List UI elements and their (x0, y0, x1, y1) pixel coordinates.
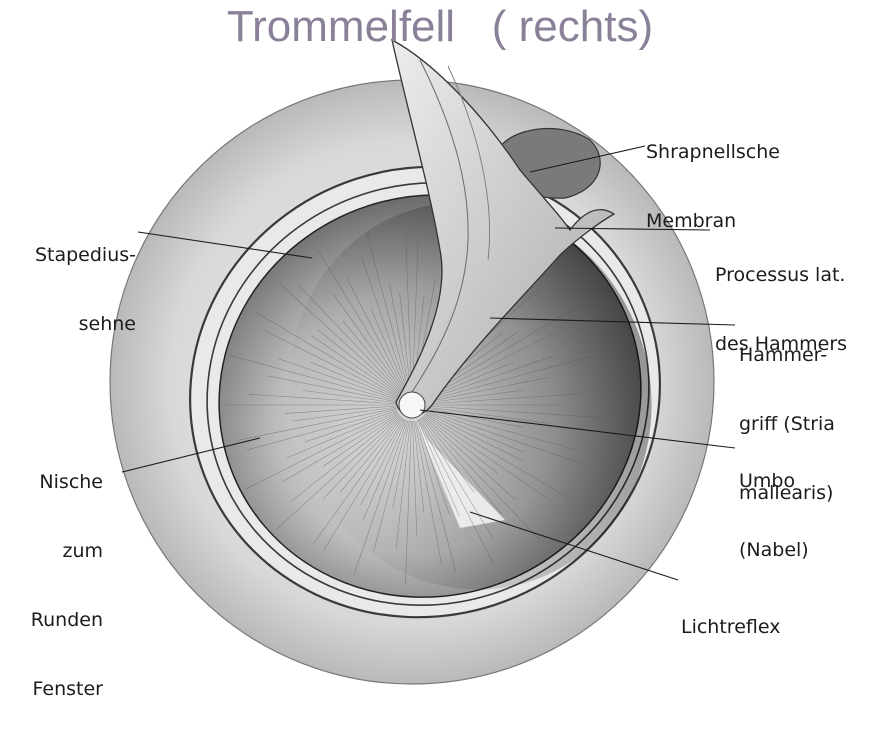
label-line: Fenster (10, 678, 103, 701)
label-line: Shrapnellsche (646, 141, 780, 164)
label-line: Processus lat. (715, 264, 847, 287)
label-line: Nische (10, 471, 103, 494)
label-line: (Nabel) (739, 539, 809, 562)
label-stapedius: Stapedius- sehne (10, 198, 136, 382)
label-line: Hammer- (739, 344, 835, 367)
label-line: Umbo (739, 470, 809, 493)
label-line: zum (10, 540, 103, 563)
label-line: Lichtreflex (681, 616, 780, 639)
label-lichtreflex: Lichtreflex (681, 570, 780, 685)
diagram-title: Trommelfell ( rechts) (0, 2, 880, 52)
label-line: sehne (10, 313, 136, 336)
label-line: Runden (10, 609, 103, 632)
label-line: Stapedius- (10, 244, 136, 267)
umbo-point (399, 392, 425, 418)
diagram-canvas: Trommelfell ( rechts) Shrapnellsche Memb… (0, 0, 880, 688)
label-nische: Nische zum Runden Fenster (10, 425, 103, 747)
